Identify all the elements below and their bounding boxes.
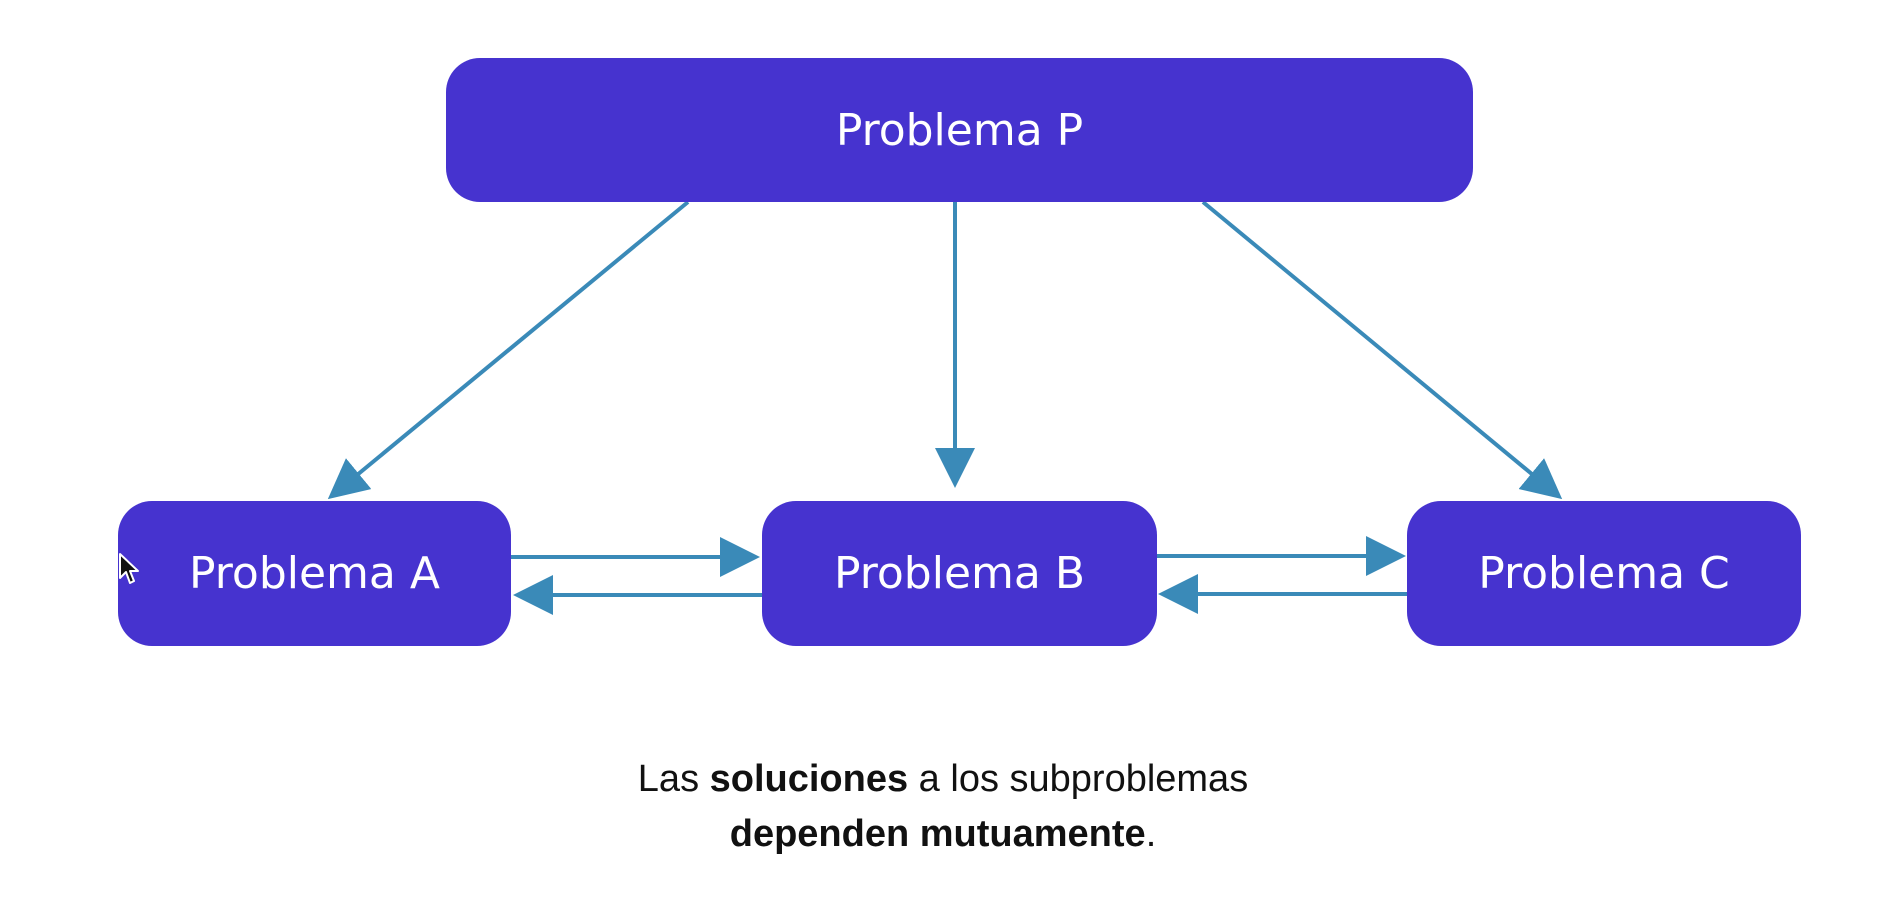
caption-text: . [1145,813,1157,855]
arrow-p-to-a [327,200,690,500]
caption-line-2: dependen mutuamente. [443,807,1443,862]
node-problema-p: Problema P [446,58,1473,202]
node-label: Problema C [1478,548,1730,599]
caption-bold-text: soluciones [709,758,909,800]
caption-line-1: Las soluciones a los subproblemas [443,752,1443,807]
node-label: Problema A [189,548,440,599]
arrow-p-to-c [1201,200,1563,500]
node-problema-c: Problema C [1407,501,1801,646]
node-label: Problema P [835,104,1084,156]
caption-bold-text: dependen mutuamente [729,813,1146,855]
caption-text: a los subproblemas [908,758,1249,800]
node-label: Problema B [833,548,1086,599]
caption-text: Las [637,758,710,800]
node-problema-b: Problema B [762,501,1157,646]
caption: Las soluciones a los subproblemas depend… [443,752,1443,862]
mouse-pointer-icon [119,553,139,584]
node-problema-a: Problema A [118,501,511,646]
